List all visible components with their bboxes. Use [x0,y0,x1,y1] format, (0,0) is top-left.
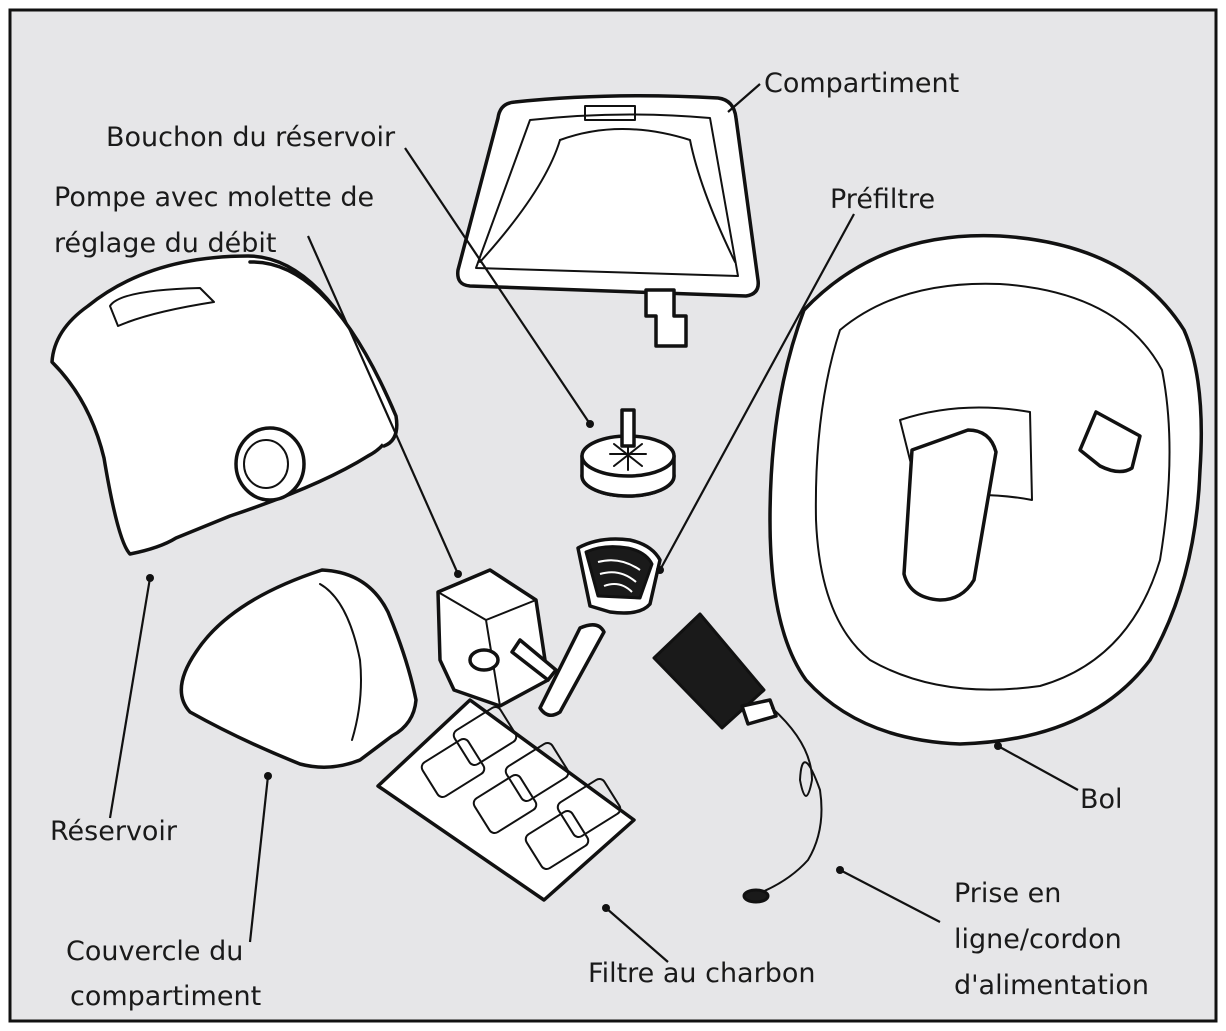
label-prise-line2: ligne/cordon [954,924,1122,955]
label-compartiment: Compartiment [764,68,959,99]
label-bouchon-reservoir: Bouchon du réservoir [106,122,396,153]
label-couvercle-line1: Couvercle du [66,936,243,967]
label-prise-line1: Prise en [954,878,1061,909]
label-filtre-charbon: Filtre au charbon [588,958,815,989]
label-prise-line3: d'alimentation [954,970,1149,1001]
label-pompe-line1: Pompe avec molette de [54,182,374,213]
prefiltre-part [578,539,660,613]
label-couvercle-line2: compartiment [70,981,261,1012]
label-bol: Bol [1080,784,1123,815]
bol-part [770,236,1201,744]
label-pompe-line2: réglage du débit [54,228,276,259]
label-prefiltre: Préfiltre [830,184,935,215]
label-reservoir: Réservoir [50,816,178,847]
